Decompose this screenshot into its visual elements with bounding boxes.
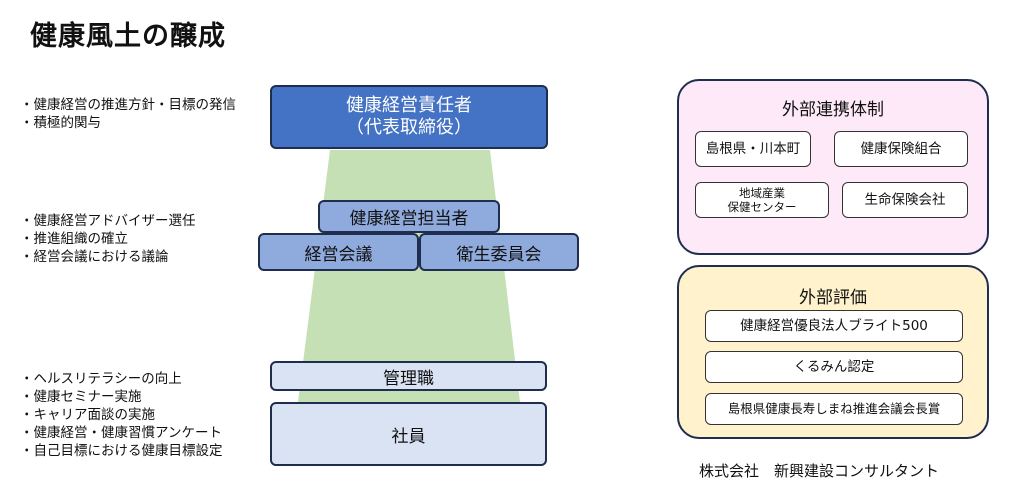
bullet-item: ・健康セミナー実施 [20,389,142,405]
executive-box: 健康経営責任者 （代表取締役） [270,85,548,149]
chip-label: 健康経営優良法人ブライト500 [740,318,928,334]
chip-label: 島根県・川本町 [705,141,801,157]
chip-kurumin: くるみん認定 [705,351,963,383]
bullet-item: ・キャリア面談の実施 [20,407,155,423]
chip-label: 健康保険組合 [860,141,942,157]
employees-box: 社員 [270,402,547,466]
chip-regional-health-center: 地域産業 保健センター [695,182,829,218]
manager-in-charge-label: 健康経営担当者 [349,209,469,229]
executive-subtitle: （代表取締役） [346,117,472,138]
chip-bright-500: 健康経営優良法人ブライト500 [705,310,963,342]
external-evaluation-panel: 外部評価 健康経営優良法人ブライト500 くるみん認定 島根県健康長寿しまね推進… [677,265,989,439]
page-title: 健康風土の醸成 [30,21,226,52]
manager-in-charge-box: 健康経営担当者 [318,200,500,233]
bullet-group-employees: ・ヘルスリテラシーの向上 ・健康セミナー実施 ・キャリア面談の実施 ・健康経営・… [20,370,223,460]
supervisors-box: 管理職 [270,361,547,391]
chip-life-insurance: 生命保険会社 [842,182,968,218]
chip-label: 生命保険会社 [864,192,946,208]
bullet-group-executive: ・健康経営の推進方針・目標の発信 ・積極的関与 [20,96,236,132]
chip-shimane-kawamoto: 島根県・川本町 [695,131,811,167]
chip-label: くるみん認定 [793,359,875,375]
external-collaboration-panel: 外部連携体制 島根県・川本町 健康保険組合 地域産業 保健センター 生命保険会社 [677,79,989,255]
bullet-item: ・積極的関与 [20,115,101,131]
supervisors-label: 管理職 [383,368,434,389]
bullet-item: ・経営会議における議論 [20,249,169,265]
bullet-item: ・推進組織の確立 [20,231,128,247]
chip-label-line1: 地域産業 [739,186,785,200]
health-committee-box: 衛生委員会 [419,233,579,271]
bullet-item: ・健康経営・健康習慣アンケート [20,425,222,441]
bullet-item: ・自己目標における健康目標設定 [20,443,223,459]
bullet-group-organization: ・健康経営アドバイザー選任 ・推進組織の確立 ・経営会議における議論 [20,212,196,266]
bullet-item: ・健康経営の推進方針・目標の発信 [20,97,236,113]
health-committee-label: 衛生委員会 [456,244,542,265]
management-meeting-label: 経営会議 [304,244,373,265]
bullet-item: ・健康経営アドバイザー選任 [20,213,196,229]
bullet-item: ・ヘルスリテラシーの向上 [20,371,182,387]
chip-label: 島根県健康長寿しまね推進会議会長賞 [727,401,941,416]
management-meeting-box: 経営会議 [258,233,419,271]
chip-label-line2: 保健センター [727,200,797,214]
chip-shimane-award: 島根県健康長寿しまね推進会議会長賞 [705,393,963,425]
executive-title: 健康経営責任者 [346,95,472,116]
company-name: 株式会社 新興建設コンサルタント [699,462,940,480]
chip-health-insurance-union: 健康保険組合 [834,131,968,167]
external-evaluation-title: 外部評価 [799,288,867,308]
external-collaboration-title: 外部連携体制 [782,100,884,120]
employees-label: 社員 [391,426,426,447]
